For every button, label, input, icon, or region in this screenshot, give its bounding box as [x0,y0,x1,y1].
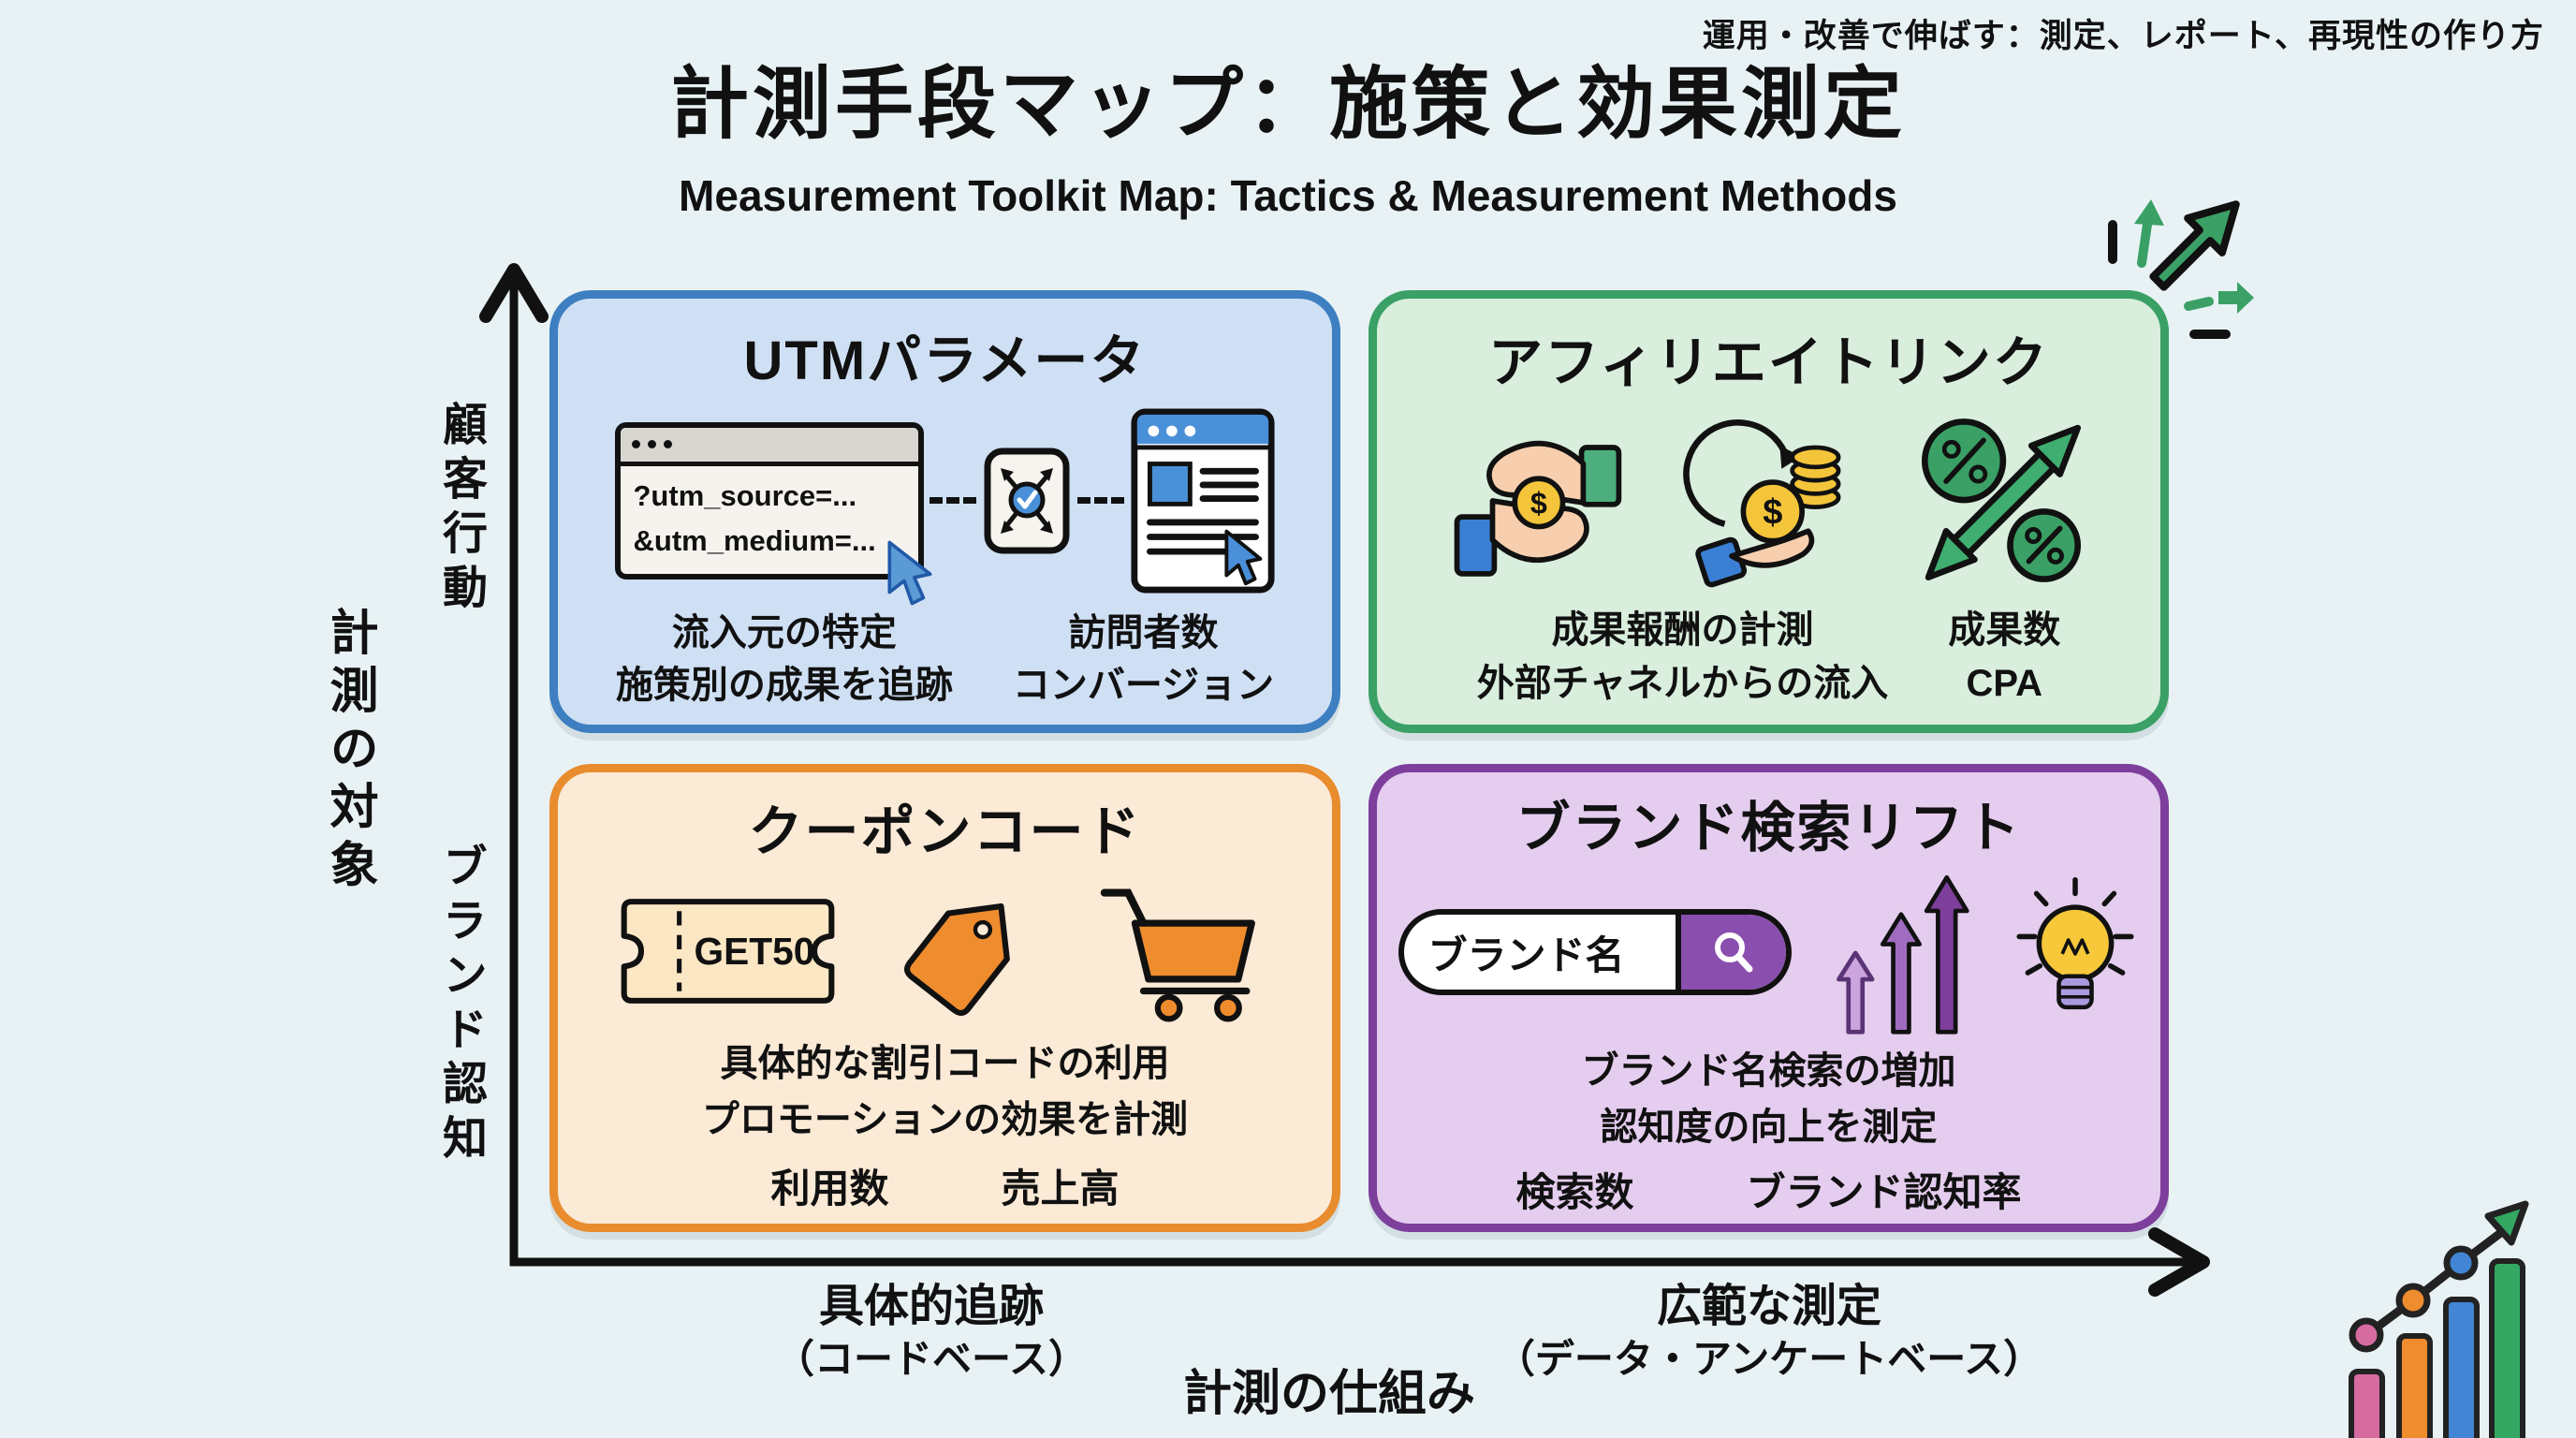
utm-metric-line2: コンバージョン [1012,665,1275,707]
utm-text-columns: 流入元の特定 施策別の成果を追跡 訪問者数 コンバージョン [616,607,1274,713]
price-tag-icon [904,902,1010,1016]
brand-search-desc-line2: 認知度の向上を測定 [1600,1106,1938,1148]
coupon-ticket-icon: GET50 [621,898,835,1004]
utm-metric-line1: 訪問者数 [1068,611,1219,653]
quadrant-utm-title: UTMパラメータ [743,330,1147,391]
affiliate-text-columns: 成果報酬の計測 外部チャネルからの流入 成果数 CPA [1477,604,2061,711]
shopping-cart-icon [1100,888,1255,1022]
affiliate-metrics: 成果数 CPA [1948,604,2060,711]
coupon-code-text: GET50 [695,930,815,973]
quadrant-brand-search: ブランド検索リフト ブランド名 [1368,764,2169,1232]
utm-graphic: ?utm_source=... &utm_medium=... [614,407,1276,606]
top-note: 運用・改善で伸ばす：測定、レポート、再現性の作り方 [1702,18,2544,54]
dashed-connector [929,497,976,505]
magnifier-icon [1714,932,1752,973]
dashed-connector [1076,497,1124,505]
y-axis-title: 計測の対象 [322,607,376,897]
mini-bar-chart-decoration [2349,1200,2529,1438]
utm-url-line1: ?utm_source=... [633,478,857,512]
percent-growth-icon [1921,418,2081,582]
hands-exchange-money-icon: $ [1454,440,1621,577]
brand-search-metrics: 検索数 ブランド認知率 [1515,1161,2021,1218]
coupon-metrics: 利用数 売上高 [770,1157,1119,1214]
coupon-desc-line1: 具体的な割引コードの利用 [720,1043,1170,1085]
rising-arrows-icon [1836,875,1969,1035]
brand-search-bar: ブランド名 [1398,909,1792,996]
coupon-metric-usage: 利用数 [770,1167,889,1211]
x-axis-label-right-sub: （データ・アンケートベース） [1495,1337,2043,1381]
page-subtitle: Measurement Toolkit Map: Tactics & Measu… [679,171,1897,220]
browser-chrome-bar [620,427,918,466]
quadrant-coupon: クーポンコード GET50 具体的な割引コードの利用 [549,764,1340,1232]
coupon-icons: GET50 [618,875,1272,1027]
brand-metric-searches: 検索数 [1515,1169,1634,1214]
affiliate-desc-line1: 成果報酬の計測 [1551,609,1814,652]
utm-metrics: 訪問者数 コンバージョン [1013,607,1274,713]
svg-text:$: $ [1763,492,1782,532]
coupon-desc-line2: プロモーションの効果を計測 [701,1099,1189,1141]
browser-url-window-icon: ?utm_source=... &utm_medium=... [614,421,932,606]
landing-page-icon [1130,408,1275,594]
utm-desc-line2: 施策別の成果を追跡 [615,665,953,707]
affiliate-descriptions: 成果報酬の計測 外部チャネルからの流入 [1477,604,1889,711]
quadrant-affiliate: アフィリエイトリンク $ $ [1368,290,2169,733]
quadrant-utm: UTMパラメータ ?utm_source=... &utm_medium=... [549,290,1340,733]
x-axis-label-left: 具体的追跡 （コードベース） [711,1279,1151,1385]
brand-search-icons: ブランド名 [1398,868,2140,1036]
quadrant-brand-search-title: ブランド検索リフト [1515,798,2022,859]
y-axis-arrow-icon [479,263,549,323]
coupon-descriptions: 具体的な割引コードの利用 プロモーションの効果を計測 [702,1035,1188,1148]
y-axis-label-bottom: ブランド認知 [435,843,485,1168]
svg-text:$: $ [1530,486,1546,520]
y-axis-label-top: 顧客行動 [435,401,485,618]
x-axis-label-right: 広範な測定 （データ・アンケートベース） [1488,1279,2050,1385]
utm-desc-line1: 流入元の特定 [671,611,897,653]
affiliate-metric-line1: 成果数 [1948,609,2061,652]
commission-coin-icon: $ [1682,418,1840,588]
utm-descriptions: 流入元の特定 施策別の成果を追跡 [616,607,953,713]
affiliate-desc-line2: 外部チャネルからの流入 [1476,662,1889,704]
brand-metric-awareness: ブランド認知率 [1746,1169,2022,1214]
coupon-metric-sales: 売上高 [1001,1167,1120,1211]
lightbulb-icon [2015,877,2134,1010]
x-axis-title: 計測の仕組み [1182,1367,1475,1421]
affiliate-icons: $ $ [1448,412,2090,590]
x-axis-arrow-icon [2148,1227,2210,1297]
x-axis-label-left-main: 具体的追跡 [818,1282,1044,1331]
brand-search-query-text: ブランド名 [1427,932,1625,977]
affiliate-metric-line2: CPA [1966,662,2043,704]
cursor-icon [886,540,932,606]
search-button [1675,915,1786,990]
brand-search-desc-line1: ブランド名検索の増加 [1581,1049,1956,1092]
quadrant-affiliate-title: アフィリエイトリンク [1488,332,2049,394]
utm-url-text: ?utm_source=... &utm_medium=... [621,466,918,564]
utm-url-line2: &utm_medium=... [633,523,876,557]
x-axis-label-left-sub: （コードベース） [775,1337,1088,1381]
x-axis-label-right-main: 広範な測定 [1656,1282,1881,1331]
brand-search-descriptions: ブランド名検索の増加 認知度の向上を測定 [1582,1043,1956,1155]
quadrant-coupon-title: クーポンコード [748,800,1142,862]
page-title: 計測手段マップ：施策と効果測定 [669,60,1906,148]
tracking-check-icon [984,448,1069,554]
